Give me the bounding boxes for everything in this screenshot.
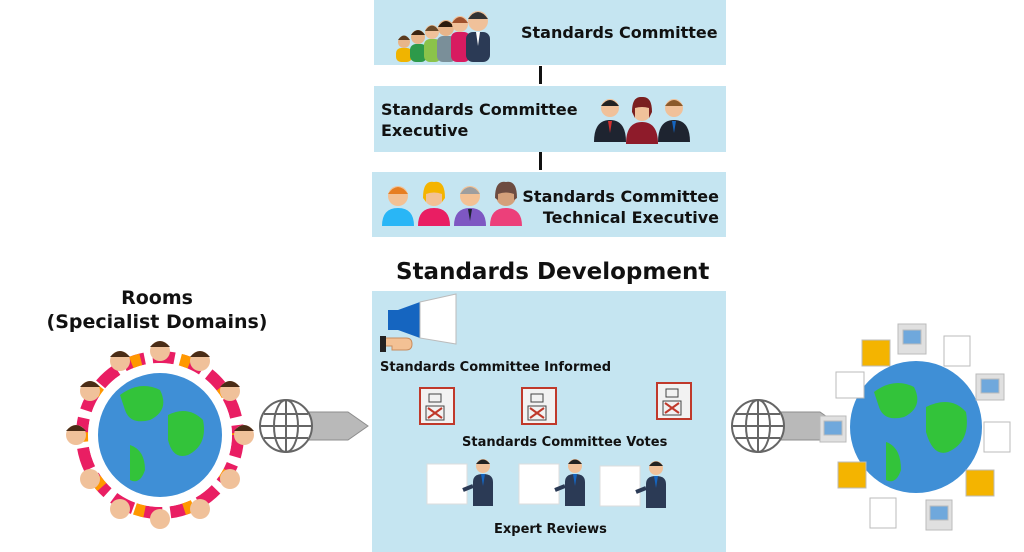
technical-label-line1: Standards Committee [522, 187, 719, 206]
executive-label-line1: Standards Committee [381, 100, 578, 119]
standards-committee-label: Standards Committee [521, 23, 718, 42]
web-globe-arrow-icon [259, 399, 369, 453]
four-avatars-icon [382, 181, 522, 226]
globe-with-documents-icon [819, 323, 1011, 531]
specialist-domains-label: (Specialist Domains) [46, 311, 268, 333]
ballot-paper-icon [419, 387, 455, 425]
ballot-paper-icon [521, 387, 557, 425]
presenter-at-board-icon [426, 459, 493, 506]
three-executives-icon [594, 96, 690, 144]
technical-label-line2: Technical Executive [542, 208, 719, 227]
connector-line [539, 152, 542, 170]
presenter-at-board-icon [599, 461, 666, 508]
megaphone-hand-icon [380, 293, 457, 352]
expert-reviews-label: Expert Reviews [494, 522, 607, 537]
connector-line [539, 66, 542, 84]
committee-informed-label: Standards Committee Informed [380, 360, 612, 375]
standards-development-title: Standards Development [396, 259, 710, 285]
globe-with-people-icon [66, 341, 254, 529]
executive-label-line2: Executive [381, 121, 469, 140]
presenter-at-board-icon [518, 459, 585, 506]
ballot-paper-icon [656, 382, 692, 420]
group-of-people-icon [396, 11, 490, 62]
committee-votes-label: Standards Committee Votes [462, 435, 668, 450]
rooms-label: Rooms [121, 287, 193, 309]
